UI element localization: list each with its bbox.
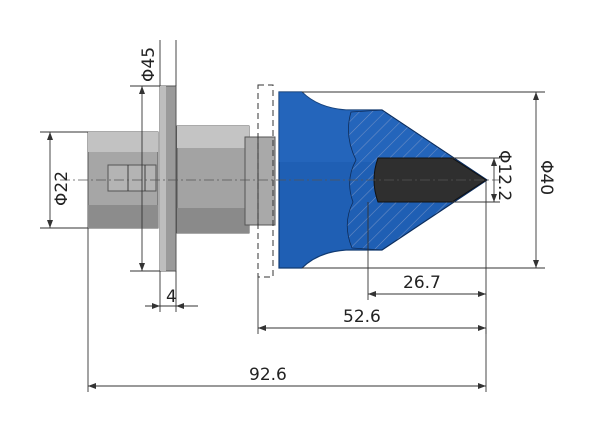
- shank-diameter-label: Φ22: [52, 171, 72, 206]
- body-diameter-label: Φ40: [536, 160, 556, 195]
- flange-diameter-label: Φ45: [139, 47, 159, 82]
- carbide-tip: [373, 157, 487, 203]
- dim-shank-diameter: Φ22: [40, 131, 88, 229]
- collar: [244, 136, 276, 226]
- pick-body: [278, 91, 489, 269]
- body-length-label: 52.6: [343, 307, 381, 327]
- overall-length-label: 92.6: [249, 365, 287, 385]
- flange-thickness-label: 4: [166, 287, 177, 307]
- dim-tip-diameter: Φ12.2: [452, 150, 514, 203]
- dim-flange-thickness: 4: [145, 271, 198, 312]
- dim-body-length: 52.6: [257, 277, 487, 334]
- shank-slot: [107, 164, 157, 192]
- dim-overall-length: 92.6: [87, 228, 487, 392]
- washer-outline: [257, 84, 274, 278]
- shank: [87, 85, 276, 272]
- dim-flange-diameter: Φ45: [130, 40, 177, 272]
- dim-tip-length: 26.7: [367, 180, 487, 300]
- tip-length-label: 26.7: [403, 273, 441, 293]
- dim-body-diameter: Φ40: [302, 91, 556, 269]
- tip-diameter-label: Φ12.2: [494, 150, 514, 201]
